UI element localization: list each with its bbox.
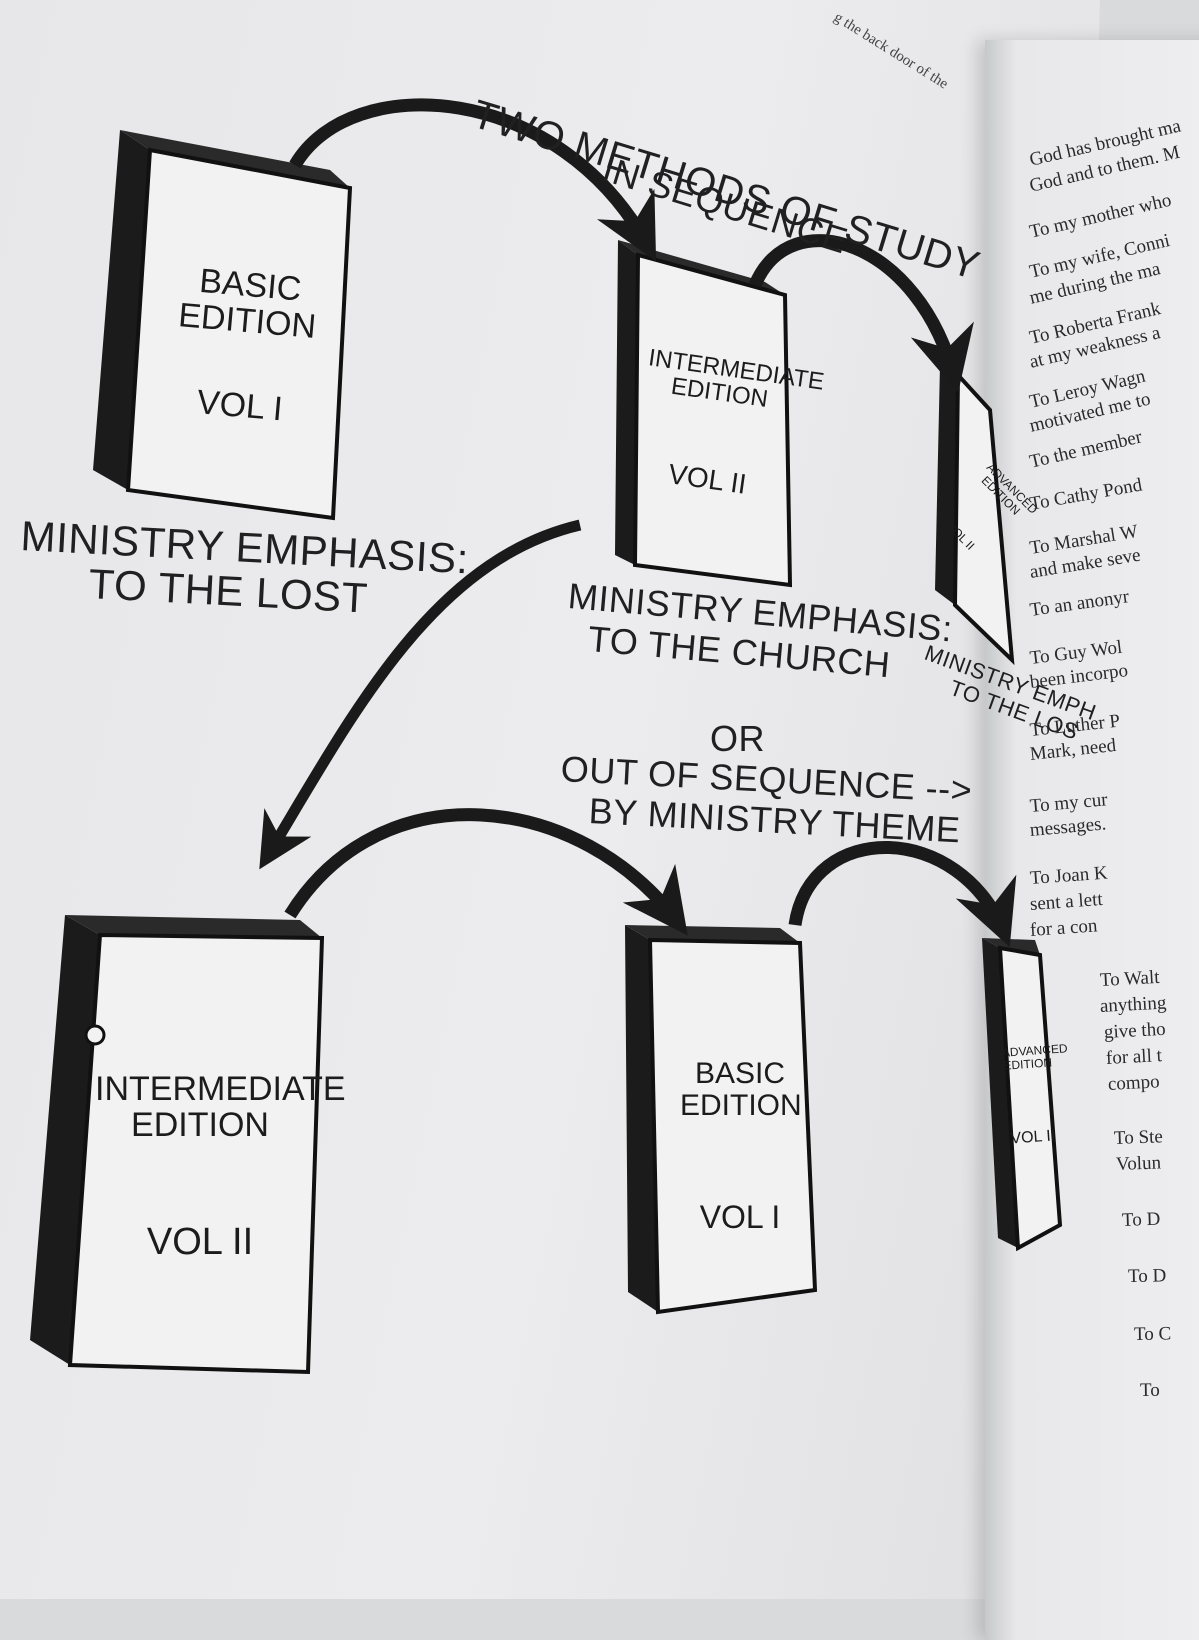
book-vol-text: VOL I [699,1199,781,1235]
book-edition-text: BASIC EDITION [680,1057,802,1122]
text-line: To Walt [1099,966,1161,991]
book-label-intermediate-bottom: INTERMEDIATE EDITION VOL II [95,1070,346,1264]
book-vol-text: VOL II [146,1221,254,1264]
study-methods-diagram [30,98,1063,1375]
text-line: To [1139,1379,1160,1401]
arrow-basic-to-intermediate [289,98,657,262]
text-line: anything [1099,992,1167,1017]
book-intermediate-vol2-top [615,240,793,588]
text-line: give tho [1103,1018,1167,1043]
book-label-intermediate-top: INTERMEDIATE EDITION VOL II [631,344,826,504]
arrow-basic-to-advanced-bottom [788,841,1017,948]
arrow-intermediate-to-advanced [748,234,974,393]
book-advanced-top [935,365,1015,666]
or-label: OR [710,718,765,759]
arrow-to-bottom-intermediate [259,519,582,870]
book-label-basic-bottom: BASIC EDITION VOL I [680,1057,802,1235]
book-label-basic-top: BASIC EDITION VOL I [153,261,336,432]
text-line: To D [1127,1265,1167,1287]
text-line: for a con [1029,915,1099,941]
text-line: To C [1133,1323,1172,1345]
book-edition-text: INTERMEDIATE EDITION [95,1070,346,1144]
text-line: To Ste [1113,1126,1164,1149]
text-line: for all t [1105,1045,1163,1069]
text-line: Volun [1115,1152,1162,1175]
book-basic-vol1-bottom [625,925,818,1315]
book-basic-vol1-top [93,130,353,521]
text-line: compo [1107,1071,1161,1095]
book-edition-text: BASIC EDITION [176,261,318,346]
book-edition-text: ADVANCED EDITION [1001,1041,1069,1073]
text-line: To D [1121,1208,1161,1231]
right-page [985,40,1199,1640]
arrow-intermediate-to-basic-bottom [284,808,688,936]
book-vol-text: VOL II [1009,1127,1056,1148]
book-intermediate-vol2-bottom [30,915,325,1375]
book-label-advanced-bottom: ADVANCED EDITION VOL II [1001,1041,1069,1148]
